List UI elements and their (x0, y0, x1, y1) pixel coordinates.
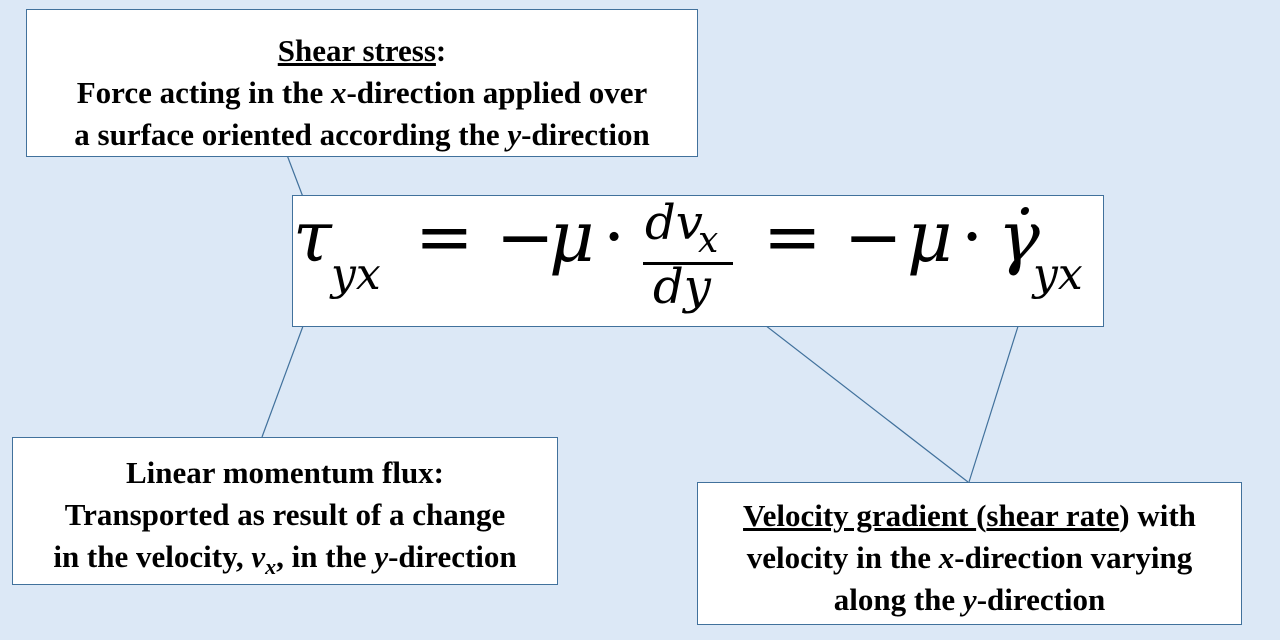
connector-flux (261, 317, 307, 438)
gradient-line-3: along the y-direction (698, 579, 1241, 621)
flux-heading: Linear momentum flux: (125, 455, 445, 490)
gradient-line3-rest: -direction (976, 582, 1106, 617)
shear-stress-heading: Shear stress: (27, 30, 697, 72)
shear-stress-colon: : (435, 33, 447, 68)
eq-dot-1: · (603, 196, 626, 278)
flux-line3-v-subscript: x (265, 554, 277, 580)
gradient-shear-rate: shear rate (986, 498, 1120, 533)
shear-stress-line-2: Force acting in the x-direction applied … (27, 72, 697, 114)
gradient-paren-close: ) (1119, 498, 1130, 533)
gradient-line2-rest: -direction varying (954, 540, 1193, 575)
gradient-line-2: velocity in the x-direction varying (698, 537, 1241, 579)
gradient-line3-text: along the (833, 582, 963, 617)
gradient-title: Velocity gradient (743, 498, 977, 533)
connector-gradient-gamma (968, 319, 1021, 483)
shear-line3-rest: -direction (521, 117, 650, 152)
shear-line3-y: y (507, 117, 522, 152)
gradient-line2-x: x (938, 540, 955, 575)
momentum-flux-box: Linear momentum flux: Transported as res… (12, 437, 558, 585)
eq-mu-2: μ (907, 196, 953, 278)
eq-fraction-bar (643, 262, 733, 265)
flux-line-3: in the velocity, vx, in the y-direction (13, 536, 557, 588)
eq-dot-2: · (961, 196, 984, 278)
eq-equals-minus-1: = − (415, 196, 555, 278)
eq-mu-1: μ (549, 196, 595, 278)
shear-line3-text: a surface oriented according the (74, 117, 508, 152)
gradient-line2-text: velocity in the (746, 540, 939, 575)
gradient-paren-open: ( (976, 498, 987, 533)
velocity-gradient-box: Velocity gradient (shear rate) with velo… (697, 482, 1242, 625)
eq-tau: τ (293, 196, 332, 278)
flux-line3-y: y (374, 539, 389, 574)
eq-numerator: dv (645, 195, 703, 251)
shear-line2-x: x (330, 75, 347, 110)
eq-gamma-subscript: yx (1033, 249, 1083, 300)
connector-gradient-fraction (738, 304, 969, 483)
eq-tau-subscript: yx (331, 249, 381, 300)
shear-line2-text: Force acting in the (76, 75, 331, 110)
equation-box: τ yx = − μ · dv x dy = − μ · γ̇ yx (292, 195, 1104, 327)
gradient-with: with (1129, 498, 1196, 533)
shear-stress-line-3: a surface oriented according the y-direc… (27, 114, 697, 156)
flux-line3-middle: , in the (276, 539, 375, 574)
eq-denominator: dy (653, 259, 711, 315)
flux-line3-v: v (251, 539, 266, 574)
flux-line3-rest: -direction (388, 539, 517, 574)
gradient-line3-y: y (962, 582, 977, 617)
gradient-heading: Velocity gradient (shear rate) with (698, 495, 1241, 537)
flux-line-2: Transported as result of a change (64, 497, 506, 532)
eq-equals-minus-2: = − (763, 196, 903, 278)
equation: τ yx = − μ · dv x dy = − μ · γ̇ yx (293, 196, 1103, 326)
shear-stress-title: Shear stress (277, 33, 436, 68)
flux-line3-text: in the velocity, (53, 539, 252, 574)
shear-stress-box: Shear stress: Force acting in the x-dire… (26, 9, 698, 157)
eq-numerator-subscript: x (698, 220, 719, 261)
shear-line2-rest: -direction applied over (346, 75, 648, 110)
